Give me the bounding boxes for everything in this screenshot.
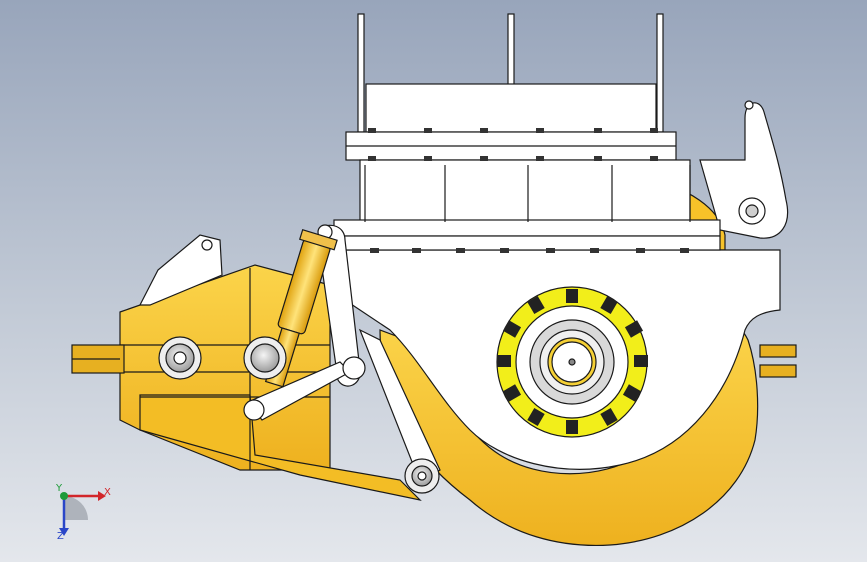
z-arrow-icon [59, 528, 69, 536]
y-axis-label: Y [56, 483, 63, 494]
hub-bolts [497, 289, 648, 434]
coordinate-triad [59, 491, 106, 536]
top-frame[interactable] [333, 13, 721, 251]
x-arrow-icon [98, 491, 106, 501]
triad-shadow [64, 496, 88, 520]
z-axis-label: Z [57, 531, 64, 542]
left-mount-flange[interactable] [139, 234, 223, 306]
frame-bolts [368, 128, 689, 253]
bearings [158, 336, 440, 494]
main-hub[interactable] [496, 286, 648, 438]
x-axis-label: X [104, 487, 111, 498]
y-axis-icon [60, 492, 68, 500]
